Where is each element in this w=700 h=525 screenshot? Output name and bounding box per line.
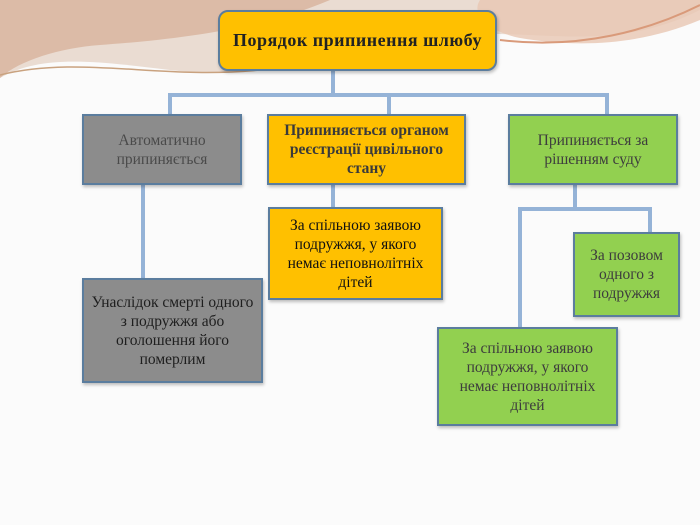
branch-registry: Припиняється органом реєстрації цивільно… (267, 114, 466, 185)
diagram-title: Порядок припинення шлюбу (218, 10, 497, 71)
connector (648, 207, 652, 232)
connector (518, 207, 652, 211)
connector (141, 185, 145, 278)
case-registry-joint-application: За спільною заявою подружжя, у якого нем… (268, 207, 443, 300)
case-court-joint-application: За спільною заявою подружжя, у якого нем… (437, 327, 618, 426)
connector (573, 185, 577, 209)
connector (168, 93, 172, 114)
branch-automatic: Автоматично припиняється (82, 114, 242, 185)
case-court-lawsuit: За позовом одного з подружжя (573, 232, 680, 317)
connector (518, 207, 522, 327)
connector (331, 71, 335, 97)
connector (387, 93, 391, 114)
connector (331, 185, 335, 207)
branch-court: Припиняється за рішенням суду (508, 114, 678, 185)
connector (605, 93, 609, 114)
case-death: Унаслідок смерті одного з подружжя або о… (82, 278, 263, 383)
